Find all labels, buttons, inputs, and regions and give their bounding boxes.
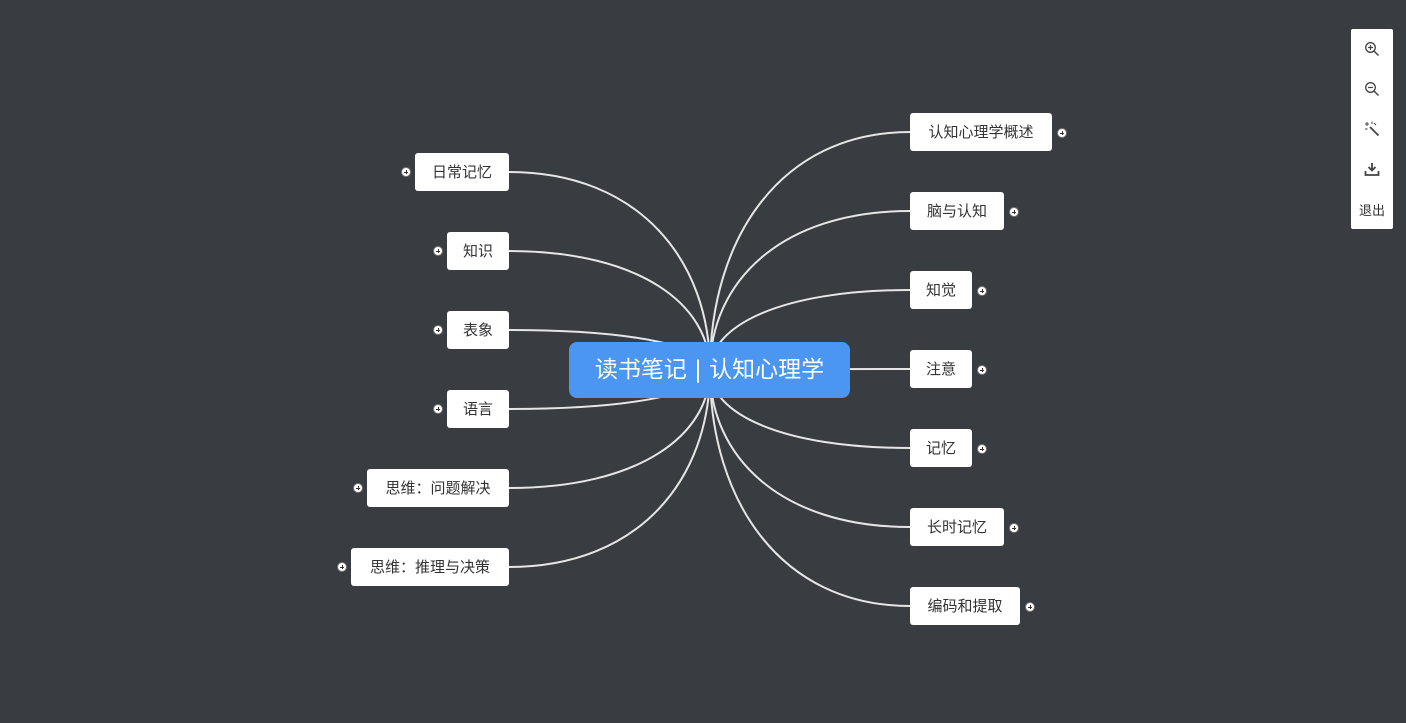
branch-node-memory[interactable]: 记忆 <box>910 429 972 467</box>
expand-icon[interactable] <box>337 562 347 572</box>
expand-icon[interactable] <box>433 246 443 256</box>
zoom-out-icon <box>1365 82 1380 97</box>
root-node[interactable]: 读书笔记 | 认知心理学 <box>569 342 850 398</box>
zoom-out-button[interactable] <box>1351 69 1393 109</box>
expand-icon[interactable] <box>1009 207 1019 217</box>
branch-node-problem-solving[interactable]: 思维：问题解决 <box>367 469 509 507</box>
download-icon <box>1364 163 1380 176</box>
expand-icon[interactable] <box>977 444 987 454</box>
branch-node-attention[interactable]: 注意 <box>910 350 972 388</box>
auto-layout-button[interactable] <box>1351 109 1393 149</box>
expand-icon[interactable] <box>1009 523 1019 533</box>
expand-icon[interactable] <box>401 167 411 177</box>
branch-node-encoding-retrieval[interactable]: 编码和提取 <box>910 587 1020 625</box>
edge-right <box>709 131 911 371</box>
expand-icon[interactable] <box>353 483 363 493</box>
edge-left <box>508 369 711 568</box>
branch-node-brain-cognition[interactable]: 脑与认知 <box>910 192 1004 230</box>
expand-icon[interactable] <box>1057 128 1067 138</box>
expand-icon[interactable] <box>433 404 443 414</box>
edge-right <box>709 210 911 371</box>
expand-icon[interactable] <box>977 286 987 296</box>
edge-left <box>508 171 711 371</box>
zoom-in-button[interactable] <box>1351 29 1393 69</box>
branch-node-imagery[interactable]: 表象 <box>447 311 509 349</box>
exit-button[interactable]: 退出 <box>1351 189 1393 229</box>
exit-label: 退出 <box>1358 203 1385 219</box>
expand-icon[interactable] <box>977 365 987 375</box>
branch-node-daily-memory[interactable]: 日常记忆 <box>415 153 509 191</box>
download-button[interactable] <box>1351 149 1393 189</box>
expand-icon[interactable] <box>433 325 443 335</box>
branch-node-long-term-memory[interactable]: 长时记忆 <box>910 508 1004 546</box>
zoom-in-icon <box>1365 42 1380 57</box>
branch-node-language[interactable]: 语言 <box>447 390 509 428</box>
magic-wand-icon <box>1365 121 1380 137</box>
branch-node-perception[interactable]: 知觉 <box>910 271 972 309</box>
branch-node-overview[interactable]: 认知心理学概述 <box>910 113 1052 151</box>
branch-node-knowledge[interactable]: 知识 <box>447 232 509 270</box>
expand-icon[interactable] <box>1025 602 1035 612</box>
toolbar: 退出 <box>1351 29 1393 229</box>
edge-right <box>709 369 911 528</box>
edge-right <box>709 369 911 607</box>
branch-node-reasoning-decision[interactable]: 思维：推理与决策 <box>351 548 509 586</box>
